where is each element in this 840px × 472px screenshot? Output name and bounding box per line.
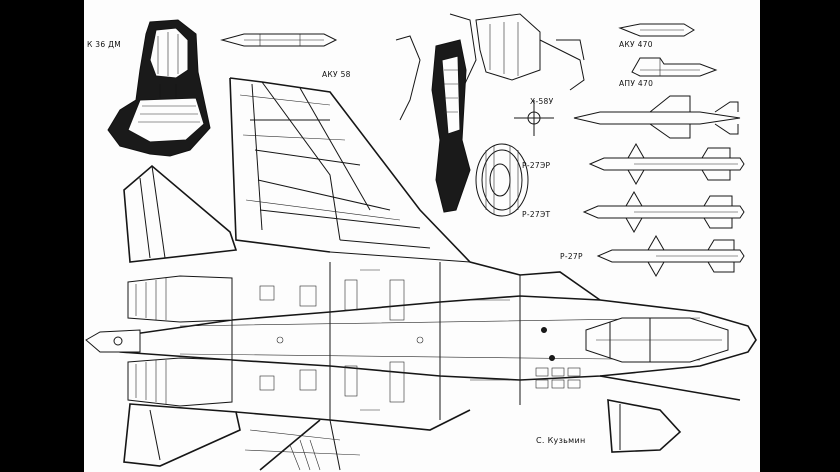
missile-icon [582, 190, 745, 234]
missile-icon [596, 234, 745, 278]
r27r-label: Р-27Р [560, 252, 583, 261]
launcher-rail-icon [618, 23, 718, 77]
landing-gear-icon [395, 13, 585, 217]
r27et-label: Р-27ЭТ [522, 210, 551, 219]
apu470-label: АПУ 470 [619, 79, 654, 88]
seat-label: К 36 ДМ [87, 40, 122, 49]
aircraft-drawing [85, 13, 757, 471]
ejection-seat-icon [107, 19, 211, 157]
aircraft-planform-icon [85, 77, 757, 471]
missile-icon [588, 142, 745, 186]
aku58-label: АКУ 58 [322, 70, 351, 79]
aku470-label: АКУ 470 [619, 40, 653, 49]
kh58u-label: Х-58У [530, 97, 554, 106]
launcher-rail-icon [220, 33, 338, 47]
r27er-label: Р-27ЭР [522, 161, 551, 170]
drawing-sheet: К 36 ДМ АКУ 58 АКУ 470 АПУ 470 Х-58У Р-2… [84, 0, 760, 472]
missile-icon [573, 95, 741, 139]
crosshair-icon [514, 100, 554, 136]
author-credit: С. Кузьмин [536, 436, 586, 445]
